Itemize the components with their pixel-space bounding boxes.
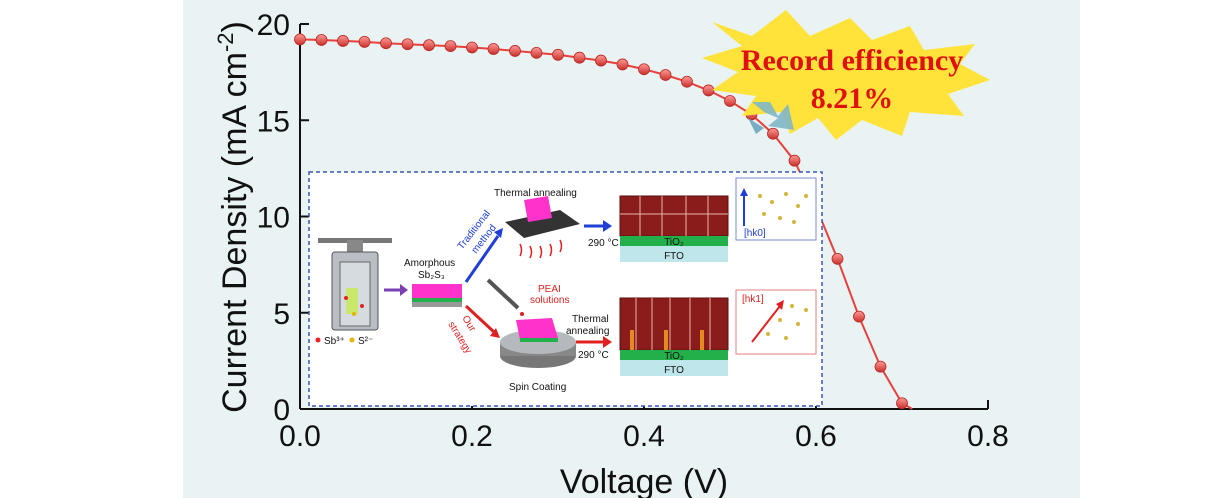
x-axis-label: Voltage (V) (560, 463, 728, 498)
thermal-annealing-top: Thermal annealing (494, 188, 577, 199)
data-point (659, 69, 672, 81)
data-point (788, 154, 801, 167)
data-point (315, 34, 328, 46)
legend-sb: Sb³⁺ (324, 336, 345, 347)
tio2-top: TiO₂ (664, 237, 684, 248)
hotplate-icon (505, 196, 580, 259)
x-tick-label: 0.4 (623, 420, 665, 453)
data-point (853, 310, 865, 323)
spin-coater-icon (500, 318, 576, 368)
film-top-icon (619, 195, 729, 262)
x-tick-label: 0.8 (967, 420, 1009, 453)
peai-line1: PEAI (538, 284, 561, 295)
data-point (724, 95, 736, 107)
annealing-line2: annealing (566, 326, 609, 337)
amorphous-label: Amorphous (404, 258, 455, 269)
temp-bottom: 290 °C (578, 350, 609, 361)
record-efficiency-callout: Record efficiency 8.21% (702, 10, 990, 140)
x-tick-label: 0.0 (279, 420, 321, 453)
data-point (552, 48, 564, 61)
callout-line1: Record efficiency (741, 44, 963, 77)
x-tick-label: 0.6 (795, 420, 837, 453)
data-point (401, 38, 414, 51)
data-point (831, 252, 844, 265)
film-bottom-icon (619, 297, 729, 376)
data-point (896, 397, 908, 410)
data-point (487, 43, 500, 55)
axis-ticks: 0.0 0.2 0.4 0.6 0.8 0 5 10 15 20 (257, 9, 1009, 453)
data-point (294, 33, 306, 46)
hk0-label: [hk0] (744, 228, 766, 239)
data-point (681, 75, 693, 88)
y-tick-label: 5 (273, 298, 290, 331)
data-point (530, 46, 543, 59)
data-point (380, 37, 392, 50)
y-tick-label: 20 (257, 9, 290, 42)
data-point (358, 36, 371, 48)
hk0-structure (735, 177, 817, 241)
spin-coating-label: Spin Coating (509, 382, 566, 393)
hk1-label: [hk1] (742, 294, 764, 305)
data-point (573, 51, 586, 64)
x-tick-label: 0.2 (451, 420, 493, 453)
data-point (767, 127, 779, 140)
data-point (509, 45, 521, 57)
amorphous-film-icon (412, 284, 462, 307)
data-point (638, 63, 650, 76)
pipette-icon (486, 278, 524, 316)
starburst-shape (702, 10, 990, 140)
data-point (702, 84, 715, 97)
data-point (874, 360, 887, 373)
y-axis-label: Current Density (mA cm-2) (213, 21, 254, 413)
data-point (595, 54, 607, 67)
thermal-line1: Thermal (572, 314, 609, 325)
inset-schematic: Sb³⁺ S²⁻ Amorphous Sb₂S₃ Traditional met… (308, 171, 823, 407)
legend-s: S²⁻ (358, 336, 373, 347)
y-tick-label: 10 (257, 202, 290, 235)
fto-bottom: FTO (664, 365, 684, 376)
tio2-bottom: TiO₂ (664, 351, 684, 362)
sb2s3-label: Sb₂S₃ (418, 270, 445, 281)
data-point (616, 58, 629, 71)
peai-line2: solutions (530, 295, 569, 306)
callout-line2: 8.21% (811, 82, 894, 115)
data-point (337, 35, 349, 47)
callout-arrow-icon (748, 102, 794, 134)
data-point (466, 41, 478, 54)
y-tick-label: 0 (273, 394, 290, 427)
jv-markers (294, 33, 908, 410)
hk1-structure (735, 289, 817, 355)
data-point (444, 40, 457, 53)
data-point (423, 39, 435, 52)
y-tick-label: 15 (257, 105, 290, 138)
fto-top: FTO (664, 251, 684, 262)
autoclave-icon (318, 238, 392, 331)
temp-top: 290 °C (588, 238, 619, 249)
